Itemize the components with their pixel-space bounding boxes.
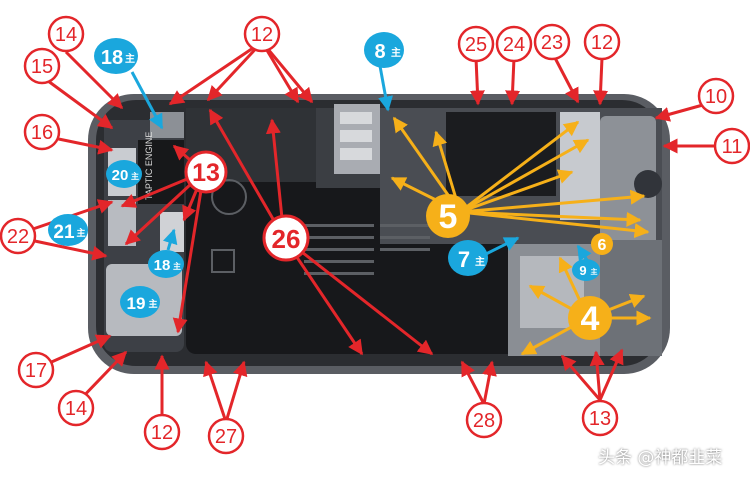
label-17: 17 xyxy=(17,351,55,389)
svg-text:7: 7 xyxy=(458,247,470,272)
big-13: 13 xyxy=(184,150,228,194)
label-16: 16 xyxy=(23,113,61,151)
svg-text:20: 20 xyxy=(112,167,129,184)
label-13-bottom: 13 xyxy=(581,399,619,437)
label-14-top: 14 xyxy=(47,15,85,53)
big-5: 5 xyxy=(426,194,470,238)
badge-21: 21 主 xyxy=(48,214,88,246)
label-12-top-left: 12 xyxy=(243,15,281,53)
svg-text:10: 10 xyxy=(705,86,727,108)
svg-text:12: 12 xyxy=(591,32,613,54)
svg-text:19: 19 xyxy=(127,294,146,313)
svg-text:13: 13 xyxy=(192,159,220,187)
big-26: 26 xyxy=(262,214,310,262)
svg-text:26: 26 xyxy=(272,224,301,254)
svg-text:14: 14 xyxy=(65,398,87,420)
big-4: 4 xyxy=(568,296,612,340)
svg-text:28: 28 xyxy=(473,410,495,432)
svg-text:13: 13 xyxy=(589,408,611,430)
svg-text:8: 8 xyxy=(374,41,385,63)
blue-badges: 18 主 8 主 20 主 21 主 18 主 19 主 xyxy=(48,32,600,318)
badge-20: 20 主 xyxy=(106,160,142,188)
blue-arrows xyxy=(130,65,594,269)
svg-text:17: 17 xyxy=(25,360,47,382)
label-10: 10 xyxy=(697,77,735,115)
svg-text:主: 主 xyxy=(475,255,485,268)
orange-arrows xyxy=(390,116,652,356)
label-24: 24 xyxy=(495,25,533,63)
svg-text:23: 23 xyxy=(541,32,563,54)
badge-9: 9 主 xyxy=(572,259,600,281)
svg-text:主: 主 xyxy=(76,227,85,238)
svg-text:24: 24 xyxy=(503,34,525,56)
label-22: 22 xyxy=(0,217,37,255)
badge-8: 8 主 xyxy=(364,32,404,68)
svg-text:主: 主 xyxy=(131,171,139,181)
label-11: 11 xyxy=(713,127,750,165)
watermark-text: 头条 @神都韭菜 xyxy=(598,448,723,468)
label-14-bottom: 14 xyxy=(57,389,95,427)
svg-text:12: 12 xyxy=(151,422,173,444)
svg-text:27: 27 xyxy=(215,426,237,448)
label-15: 15 xyxy=(23,47,61,85)
label-23: 23 xyxy=(533,23,571,61)
svg-text:5: 5 xyxy=(439,198,458,236)
svg-text:主: 主 xyxy=(591,267,598,276)
svg-text:主: 主 xyxy=(173,261,181,271)
badge-7: 7 主 xyxy=(448,240,488,276)
svg-text:22: 22 xyxy=(7,226,29,248)
label-27: 27 xyxy=(207,417,245,455)
svg-text:11: 11 xyxy=(722,136,743,158)
label-28: 28 xyxy=(465,401,503,439)
svg-text:主: 主 xyxy=(391,46,401,59)
label-12-bottom: 12 xyxy=(143,413,181,451)
small-6: 6 xyxy=(591,233,613,255)
label-12-top-right: 12 xyxy=(583,23,621,61)
svg-text:25: 25 xyxy=(465,34,487,56)
svg-text:6: 6 xyxy=(598,237,607,254)
svg-text:9: 9 xyxy=(579,263,586,278)
svg-text:21: 21 xyxy=(53,222,75,243)
svg-text:4: 4 xyxy=(581,300,600,338)
svg-text:12: 12 xyxy=(251,24,273,46)
svg-text:18: 18 xyxy=(101,47,123,69)
badge-18-mid: 18 主 xyxy=(148,250,184,278)
label-25: 25 xyxy=(457,25,495,63)
svg-text:18: 18 xyxy=(154,257,171,274)
svg-text:16: 16 xyxy=(31,122,53,144)
svg-text:主: 主 xyxy=(125,52,135,65)
taptic-engine-label: TAPTIC ENGINE xyxy=(144,132,154,200)
badge-19: 19 主 xyxy=(120,286,160,318)
svg-text:14: 14 xyxy=(55,24,77,46)
red-number-labels: 14 15 16 22 17 14 12 27 xyxy=(0,15,750,455)
svg-text:主: 主 xyxy=(148,298,157,309)
svg-text:15: 15 xyxy=(31,56,53,78)
red-arrows xyxy=(29,40,729,423)
badge-18-top: 18 主 xyxy=(94,38,138,74)
